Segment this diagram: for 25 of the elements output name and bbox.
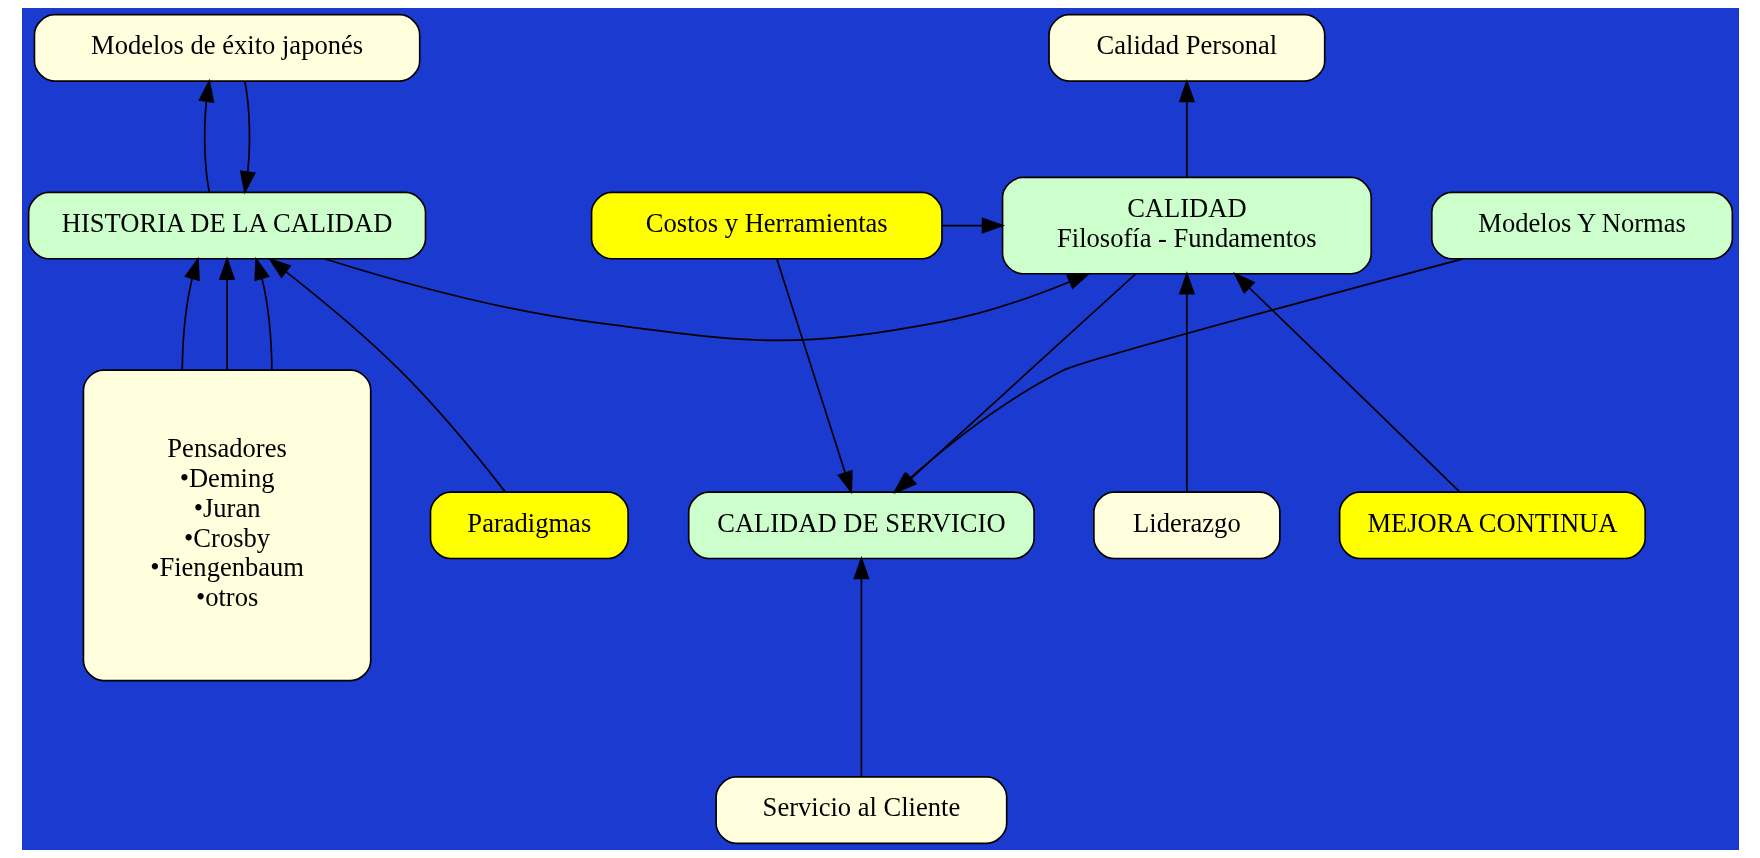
arrow: [197, 78, 214, 193]
arrow: [1232, 272, 1461, 493]
arrow: [941, 217, 1005, 234]
arrow: [775, 258, 853, 495]
arrow: [218, 256, 235, 371]
node-box: Paradigmas: [429, 491, 629, 560]
node-box: Modelos de éxito japonés: [33, 13, 421, 82]
node-box: Calidad Personal: [1047, 13, 1325, 82]
arrow: [1178, 271, 1195, 493]
arrow: [1178, 79, 1195, 179]
arrow: [267, 257, 506, 493]
arrow: [323, 258, 1091, 342]
node-box: Servicio al Cliente: [714, 776, 1008, 845]
node-box: CALIDAD Filosofía - Fundamentos: [1001, 176, 1372, 275]
arrow: [180, 256, 200, 371]
node-box: Costos y Herramientas: [590, 191, 943, 260]
node-box: Pensadores •Deming •Juran •Crosby •Fiengenbaum •otros: [82, 369, 372, 682]
arrow: [253, 256, 273, 371]
node-box: HISTORIA DE LA CALIDAD: [27, 191, 426, 260]
arrow: [852, 556, 870, 778]
node-box: Modelos Y Normas: [1430, 191, 1733, 260]
arrow: [239, 80, 256, 195]
node-box: MEJORA CONTINUA: [1338, 491, 1646, 560]
node-box: CALIDAD DE SERVICIO: [687, 491, 1035, 560]
node-box: Liderazgo: [1092, 491, 1281, 560]
